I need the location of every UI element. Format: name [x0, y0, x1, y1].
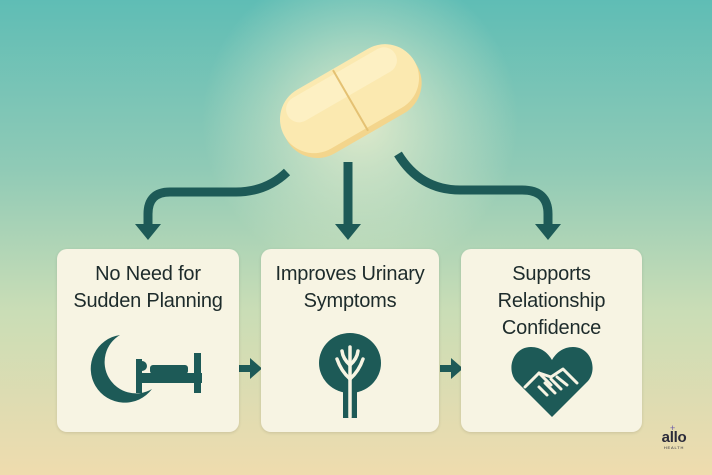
- card-title: No Need for Sudden Planning: [73, 263, 223, 312]
- arrow-heads: [135, 224, 561, 240]
- pill-icon: [279, 44, 422, 158]
- arrow-right: [394, 151, 553, 226]
- prostate-tree-icon: [319, 333, 381, 419]
- branch-arrows: [143, 151, 553, 226]
- arrow-middle-head: [335, 224, 361, 240]
- arrow-right-head: [535, 224, 561, 240]
- plus-icon: +: [670, 423, 676, 433]
- allo-health-logo: + allo HEALTH: [654, 424, 694, 460]
- arrow-left: [143, 168, 291, 226]
- benefit-card-relationship: Supports Relationship Confidence: [461, 249, 642, 432]
- connector-arrow-1: [239, 358, 262, 379]
- pill-glow: [200, 0, 520, 280]
- card-title: Supports Relationship Confidence: [497, 263, 606, 339]
- heart-handshake-icon: [511, 347, 593, 417]
- benefit-card-planning: No Need for Sudden Planning: [57, 249, 239, 432]
- connector-arrow-2: [440, 358, 463, 379]
- card-title: Improves Urinary Symptoms: [275, 263, 425, 312]
- benefit-card-urinary: Improves Urinary Symptoms: [261, 249, 439, 432]
- moon-bed-icon: [90, 335, 202, 403]
- connector-arrows: [239, 358, 463, 379]
- logo-subtitle: HEALTH: [663, 445, 685, 450]
- logo-word: allo: [661, 429, 687, 446]
- arrow-left-head: [135, 224, 161, 240]
